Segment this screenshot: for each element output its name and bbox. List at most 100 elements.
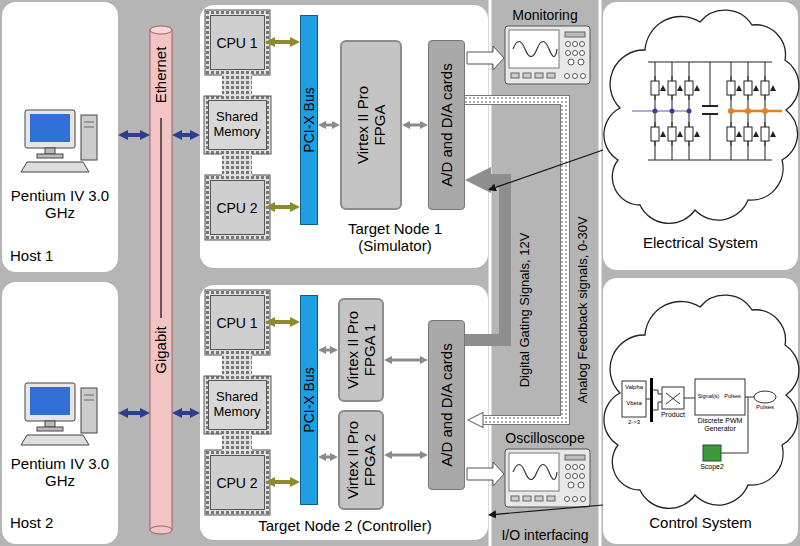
host-name: Host 1 [10, 247, 110, 264]
leader-arrow [496, 505, 603, 514]
signal-arrow [128, 135, 140, 136]
hollow-signal-arrow [467, 46, 504, 70]
connector-line [222, 150, 252, 180]
power-circuit [761, 76, 776, 100]
memory-block: Shared Memory [208, 100, 267, 150]
bus-name: Ethernet [152, 35, 169, 115]
pci-bus: PCI-X Bus [300, 15, 318, 225]
power-circuit [668, 76, 683, 100]
connector-line [275, 320, 290, 324]
simulink-model [622, 381, 646, 417]
power-circuit [727, 122, 742, 146]
panel-title: Electrical System [603, 234, 798, 251]
chip-name: Shared Memory [209, 390, 265, 420]
memory-bus [237, 150, 238, 180]
signal-arrow [182, 135, 190, 136]
host-computer [21, 110, 97, 172]
simulink-model [662, 387, 684, 409]
power-circuit [744, 122, 759, 146]
simulink-model [721, 397, 748, 453]
power-circuit [685, 76, 700, 100]
column-title: I/O interfacing [490, 527, 600, 543]
ethernet-cable [150, 26, 172, 34]
cpu-pin-grid [205, 450, 270, 515]
power-circuit [687, 109, 692, 114]
simulink-model [650, 378, 653, 422]
panels [489, 0, 492, 546]
cpu-pin-grid [204, 96, 271, 154]
fpga-board: Virtex II Pro FPGA 1 [338, 298, 384, 402]
power-circuit [632, 111, 689, 112]
connector-line [128, 411, 140, 415]
signal-label: Digital Gating Signals, 12V [518, 208, 533, 413]
signal-arrow [326, 350, 330, 351]
connector-line [182, 411, 190, 415]
power-circuit [762, 108, 768, 114]
signal-arrow [275, 42, 290, 43]
block-name: 2->3 [620, 419, 648, 426]
power-circuit [604, 10, 799, 223]
power-circuit [651, 76, 666, 100]
monitor-display [505, 449, 590, 507]
simulink-model [703, 445, 721, 461]
host-computer [21, 110, 97, 445]
board-name: Virtex II Pro FPGA 2 [344, 413, 379, 507]
power-circuit [745, 108, 751, 114]
block-name: Product [658, 411, 688, 419]
pci-bus: PCI-X Bus [300, 295, 318, 505]
connector-line [326, 456, 330, 459]
simulink-model [653, 402, 662, 410]
display-label: Oscilloscope [492, 430, 598, 446]
simulink-model [684, 398, 695, 399]
cpu-spec: Pentium IV 3.0 GHz [7, 455, 113, 490]
cpu-pin-grid [205, 290, 270, 355]
power-circuit [604, 10, 799, 223]
fpga-board: Virtex II Pro FPGA [340, 40, 402, 210]
signal-arrow [128, 413, 140, 414]
chip-name: CPU 1 [211, 315, 263, 331]
io-card: A/D and D/A cards [428, 40, 465, 210]
connector-line [222, 70, 252, 100]
panels [599, 0, 602, 546]
block-port: Signal(s) [696, 393, 721, 399]
card-name: A/D and D/A cards [438, 325, 455, 485]
monitor-display [505, 26, 590, 84]
power-circuit [761, 122, 776, 146]
target-node: Target Node 2 (Controller)CPU 1Shared Me… [200, 285, 488, 540]
connector-line [392, 359, 420, 362]
simulink-model [695, 379, 745, 415]
cpu-chip: CPU 1 [210, 15, 265, 70]
bus-name: Gigabit [152, 310, 169, 390]
connector-line [465, 180, 505, 340]
chip-name: CPU 1 [211, 35, 263, 51]
host-panel: Pentium IV 3.0 GHzHost 1 [2, 2, 118, 272]
power-circuit [710, 62, 711, 106]
cpu-chip: CPU 2 [210, 455, 265, 510]
panels [200, 285, 488, 540]
cpu-pin-grid [204, 10, 271, 515]
signal-arrow [392, 360, 420, 361]
power-circuit [653, 109, 658, 114]
display-label: Monitoring [492, 7, 598, 23]
connector-line [326, 124, 332, 127]
panels [603, 278, 798, 544]
panel-title: Control System [603, 514, 798, 531]
signal-arrow [275, 322, 290, 323]
connector-line [410, 124, 420, 127]
node-title: Target Node 1 (Simulator) [315, 220, 475, 255]
board-name: Virtex II Pro FPGA [354, 70, 389, 180]
cpu-chip: CPU 1 [210, 295, 265, 350]
power-circuit [685, 122, 700, 146]
power-circuit [728, 108, 734, 114]
ethernet-cable [160, 118, 162, 318]
connector-line [222, 430, 252, 455]
signal-arrow [465, 180, 505, 340]
signal-arrow [465, 100, 565, 420]
ethernet-cable [150, 30, 172, 530]
memory-bus [237, 350, 238, 380]
system-panel: Electrical System [603, 2, 798, 270]
bus-name: PCI-X Bus [301, 25, 317, 215]
signal-arrow [392, 455, 420, 456]
